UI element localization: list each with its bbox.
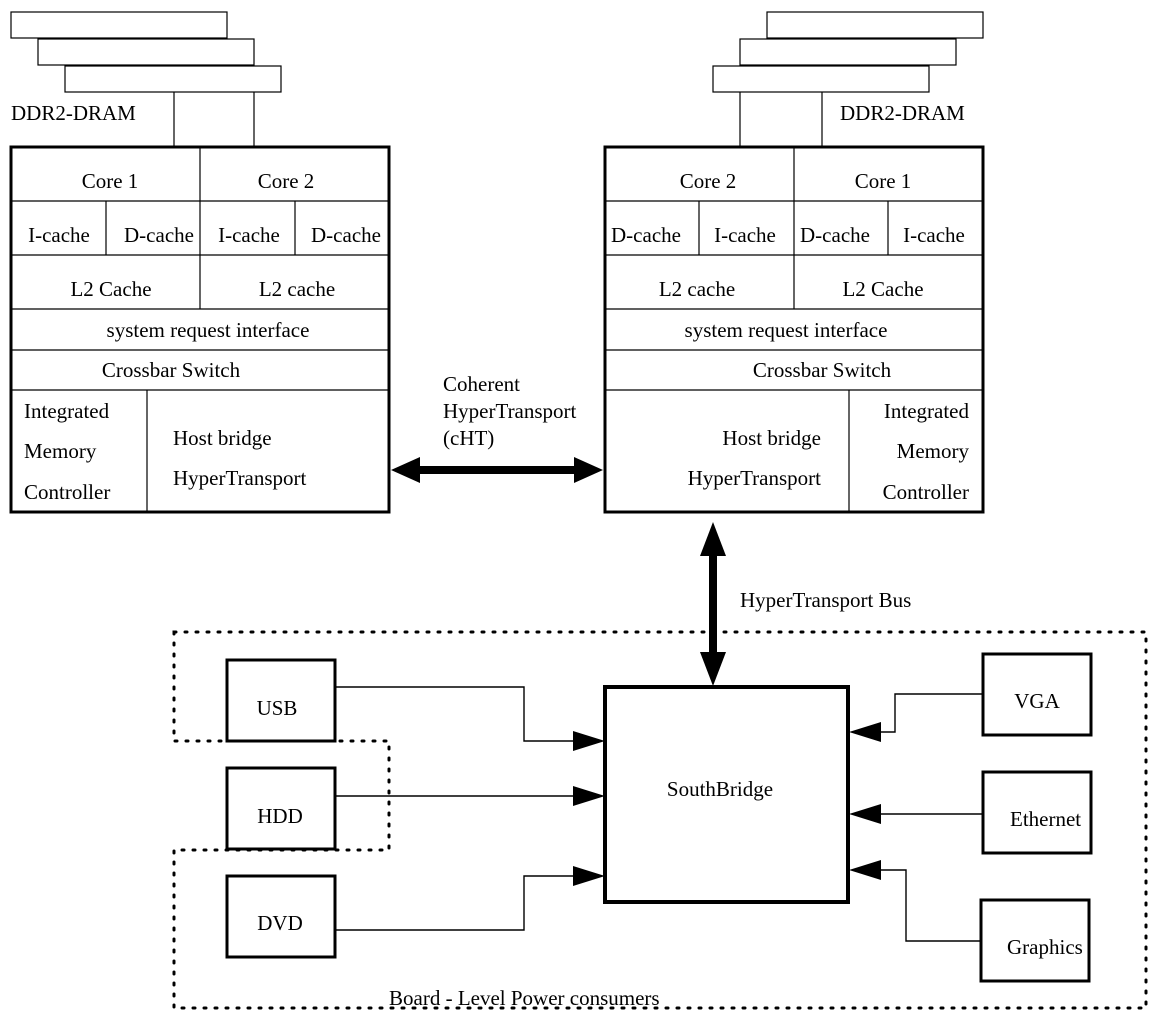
right-dcache-2: D-cache xyxy=(800,223,870,247)
hdd-box xyxy=(225,766,337,851)
dvd-box xyxy=(225,874,337,959)
right-dram-module-3 xyxy=(712,65,930,93)
left-crossbar-switch: Crossbar Switch xyxy=(102,358,241,382)
left-imc-line-3: Controller xyxy=(24,480,110,504)
southbridge-label: SouthBridge xyxy=(667,777,773,801)
left-host-bridge-line-2: HyperTransport xyxy=(173,466,307,490)
left-dram-label: DDR2-DRAM xyxy=(11,101,136,125)
vga-label: VGA xyxy=(1014,689,1060,713)
coherent-ht-link-arrow xyxy=(391,457,603,483)
southbridge-box xyxy=(603,685,850,904)
right-imc-line-1: Integrated xyxy=(884,399,970,423)
left-l2-cache-1: L2 Cache xyxy=(70,277,151,301)
cht-label-line-1: Coherent xyxy=(443,372,520,396)
right-cpu xyxy=(603,145,985,514)
usb-connector xyxy=(335,686,605,751)
hdd-connector xyxy=(335,786,605,806)
right-dram-module-2 xyxy=(739,38,957,66)
left-cpu xyxy=(9,145,391,514)
left-host-bridge-line-1: Host bridge xyxy=(173,426,272,450)
left-core-1: Core 1 xyxy=(82,169,139,193)
right-core-1: Core 1 xyxy=(855,169,912,193)
usb-label: USB xyxy=(257,696,298,720)
graphics-label: Graphics xyxy=(1007,935,1083,959)
left-system-request-interface: system request interface xyxy=(107,318,310,342)
left-icache-2: I-cache xyxy=(218,223,280,247)
right-l2-cache-2: L2 Cache xyxy=(842,277,923,301)
ethernet-connector xyxy=(849,804,983,824)
left-icache-1: I-cache xyxy=(28,223,90,247)
left-dram-module-3 xyxy=(64,65,282,93)
left-imc-line-2: Memory xyxy=(24,439,97,463)
board-caption: Board - Level Power consumers xyxy=(389,986,660,1010)
left-dram-modules xyxy=(10,11,282,147)
dvd-connector xyxy=(335,866,605,931)
left-dram-module-2 xyxy=(37,38,255,66)
right-imc-line-3: Controller xyxy=(883,480,969,504)
left-imc-line-1: Integrated xyxy=(24,399,110,423)
vga-connector xyxy=(849,693,983,742)
right-icache-2: I-cache xyxy=(903,223,965,247)
hypertransport-bus-label: HyperTransport Bus xyxy=(740,588,911,612)
left-core-2: Core 2 xyxy=(258,169,315,193)
right-dram-module-1 xyxy=(766,11,984,39)
dvd-label: DVD xyxy=(257,911,303,935)
right-host-bridge-line-2: HyperTransport xyxy=(688,466,822,490)
left-l2-cache-2: L2 cache xyxy=(259,277,335,301)
right-imc-line-2: Memory xyxy=(897,439,970,463)
ethernet-label: Ethernet xyxy=(1010,807,1081,831)
left-dcache-1: D-cache xyxy=(124,223,194,247)
left-dram-module-1 xyxy=(10,11,228,39)
cht-label-line-3: (cHT) xyxy=(443,426,494,450)
left-dcache-2: D-cache xyxy=(311,223,381,247)
hdd-label: HDD xyxy=(257,804,303,828)
board-boundary xyxy=(172,630,1148,1010)
right-l2-cache-1: L2 cache xyxy=(659,277,735,301)
cht-label-line-2: HyperTransport xyxy=(443,399,577,423)
graphics-connector xyxy=(849,860,981,942)
right-dcache-1: D-cache xyxy=(611,223,681,247)
right-crossbar-switch: Crossbar Switch xyxy=(753,358,892,382)
right-icache-1: I-cache xyxy=(714,223,776,247)
right-system-request-interface: system request interface xyxy=(685,318,888,342)
right-dram-label: DDR2-DRAM xyxy=(840,101,965,125)
right-core-2: Core 2 xyxy=(680,169,737,193)
hypertransport-bus-arrow xyxy=(700,522,726,686)
right-host-bridge-line-1: Host bridge xyxy=(722,426,821,450)
ethernet-box xyxy=(981,770,1093,855)
usb-box xyxy=(225,658,337,743)
right-dram-modules xyxy=(712,11,984,147)
